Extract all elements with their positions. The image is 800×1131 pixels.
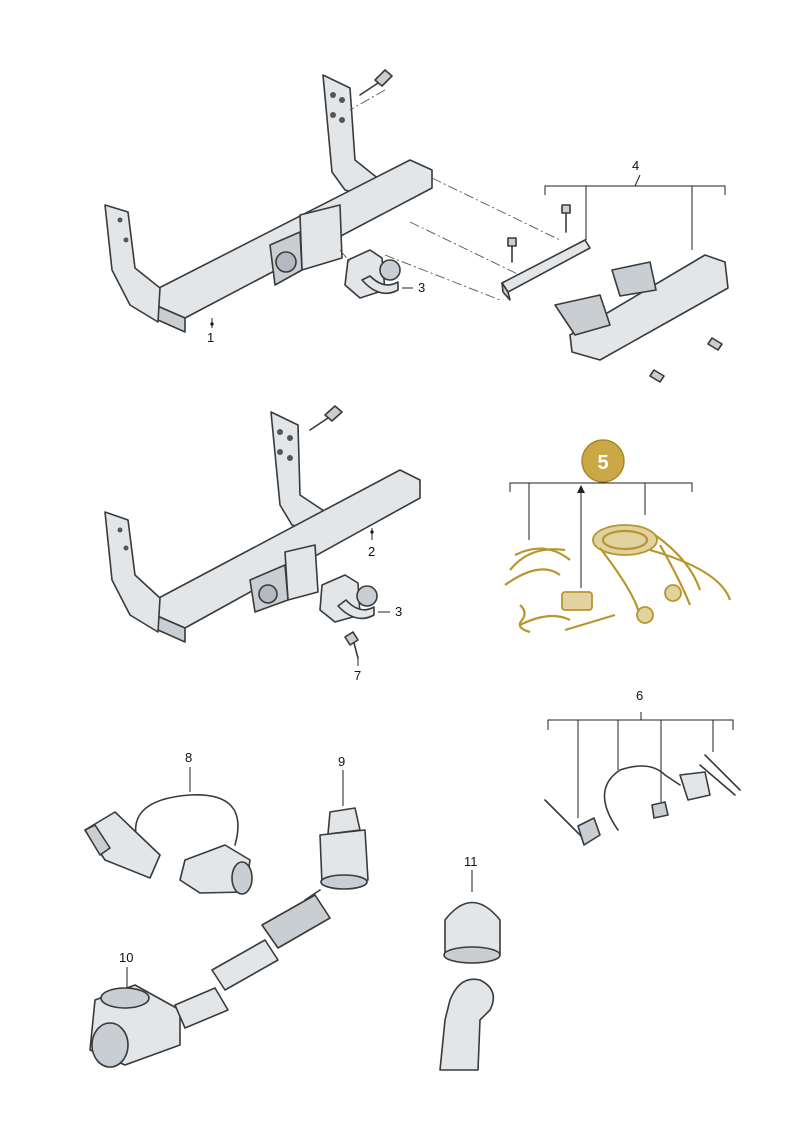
- wiring-harness[interactable]: [504, 524, 732, 634]
- ball-cover-icon[interactable]: [443, 901, 501, 964]
- callout-2: 2: [368, 544, 375, 559]
- cable-set[interactable]: [544, 754, 741, 846]
- step-plate[interactable]: [501, 239, 729, 361]
- callout-4: 4: [632, 158, 639, 173]
- callout-11: 11: [464, 854, 478, 869]
- callout-5: 5: [597, 452, 608, 474]
- bolt-icon[interactable]: [309, 405, 343, 431]
- bolt-icon[interactable]: [359, 69, 393, 96]
- tow-ball-icon[interactable]: [344, 249, 401, 299]
- callout-6: 6: [636, 688, 643, 703]
- tow-ball-icon[interactable]: [319, 574, 378, 623]
- bolt-icon[interactable]: [507, 204, 723, 383]
- callout-1: 1: [207, 330, 214, 345]
- callout-7: 7: [354, 668, 361, 683]
- wiring-kit-callout[interactable]: 5: [581, 439, 625, 483]
- callout-10: 10: [119, 950, 133, 965]
- adapter-cable[interactable]: [84, 794, 253, 895]
- callout-9: 9: [338, 754, 345, 769]
- tow-ball-icon[interactable]: [439, 978, 495, 1071]
- plug-icon[interactable]: [319, 807, 369, 890]
- adapter-long[interactable]: [89, 889, 331, 1068]
- callout-8: 8: [185, 750, 192, 765]
- towbar-frame-middle[interactable]: [104, 411, 421, 643]
- bolt-icon[interactable]: [344, 631, 359, 659]
- callout-3-middle: 3: [395, 604, 402, 619]
- towbar-frame-top[interactable]: [104, 74, 433, 333]
- callout-3-top: 3: [418, 280, 425, 295]
